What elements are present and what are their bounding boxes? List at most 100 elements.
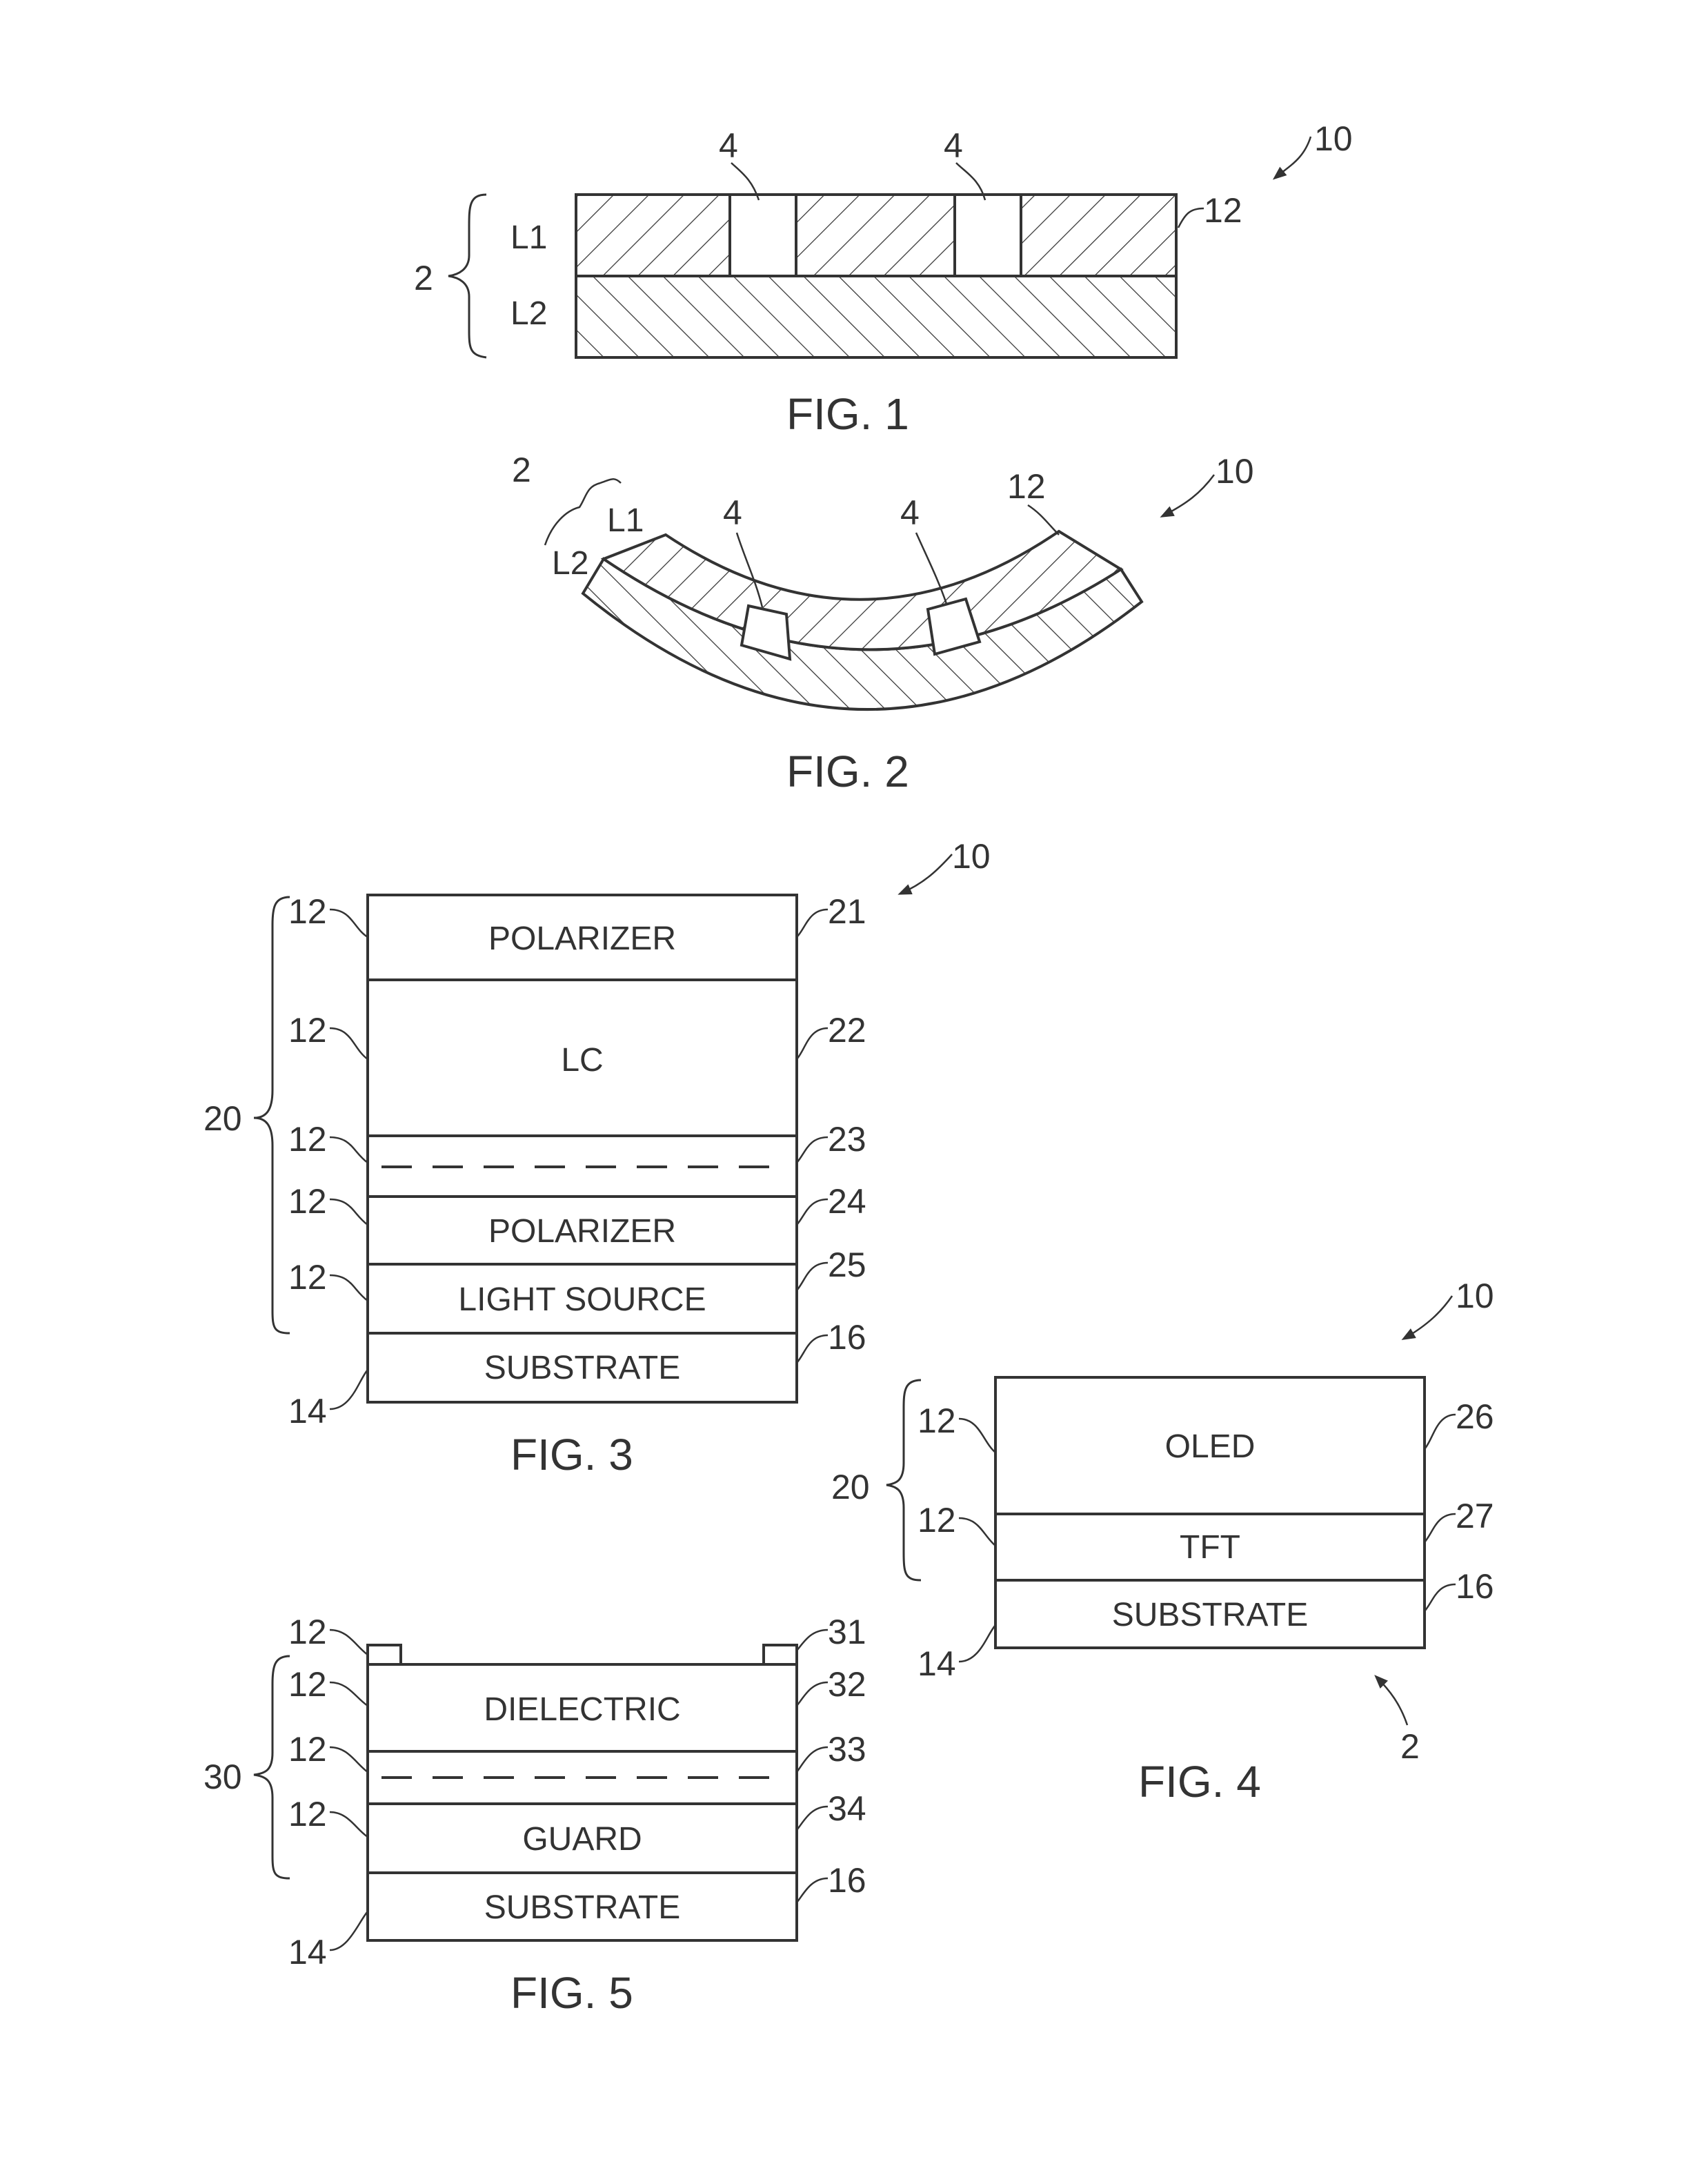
- label-l1: L1: [510, 219, 547, 256]
- ref-27: 27: [1456, 1497, 1494, 1535]
- ref-4-right-fig2: 4: [900, 493, 920, 532]
- text-substrate-fig5: SUBSTRATE: [484, 1889, 680, 1926]
- ref-31: 31: [828, 1613, 866, 1651]
- figure-4: OLED TFT SUBSTRATE 12 12 14 20 26 27 16 …: [831, 1277, 1494, 1807]
- leader-12-e: [330, 1275, 368, 1301]
- leader-24: [797, 1199, 828, 1225]
- ref-12-e: 12: [288, 1258, 327, 1297]
- label-l2-fig2: L2: [552, 545, 588, 582]
- leader-12-fig4-a: [959, 1419, 995, 1453]
- ref-34: 34: [828, 1789, 866, 1828]
- label-l1-fig2: L1: [607, 502, 644, 539]
- arrow-10: [1275, 137, 1311, 178]
- leader-14: [330, 1370, 368, 1409]
- ref-20: 20: [204, 1099, 242, 1138]
- ref-12-fig4-a: 12: [918, 1401, 956, 1440]
- ref-2-fig4: 2: [1400, 1727, 1420, 1766]
- leader-12-fig5-d: [330, 1812, 368, 1837]
- caption-fig3: FIG. 3: [510, 1430, 633, 1479]
- leader-12-fig2: [1028, 505, 1059, 535]
- text-guard: GUARD: [522, 1821, 642, 1858]
- ref-2-fig2: 2: [512, 451, 531, 489]
- leader-12-fig4-b: [959, 1518, 995, 1546]
- ref-12: 12: [1204, 191, 1242, 230]
- ref-12-fig4-b: 12: [918, 1501, 956, 1539]
- leader-27: [1425, 1514, 1456, 1542]
- ref-4-left-fig2: 4: [723, 493, 742, 532]
- leader-16-fig4: [1425, 1584, 1456, 1611]
- leader-14-fig4: [959, 1625, 995, 1662]
- layer-l1-hatched: [576, 195, 1176, 276]
- ref-30: 30: [204, 1758, 242, 1796]
- ref-33: 33: [828, 1730, 866, 1769]
- leader-12-fig5-b: [330, 1682, 368, 1706]
- leader-34: [797, 1807, 828, 1830]
- ref-2: 2: [414, 259, 433, 297]
- arrow-10-fig4: [1404, 1296, 1452, 1339]
- text-dielectric: DIELECTRIC: [484, 1691, 680, 1728]
- leader-23: [797, 1137, 828, 1163]
- text-oled: OLED: [1165, 1428, 1256, 1465]
- ref-12-fig2: 12: [1007, 467, 1046, 506]
- ref-12-fig5-b: 12: [288, 1665, 327, 1704]
- arrow-2-fig4: [1376, 1677, 1407, 1725]
- caption-fig4: FIG. 4: [1138, 1757, 1261, 1807]
- tab-31-left: [368, 1645, 401, 1664]
- ref-12-fig5-c: 12: [288, 1730, 327, 1769]
- leader-21: [797, 909, 828, 937]
- ref-10: 10: [1314, 119, 1353, 158]
- caption-fig5: FIG. 5: [510, 1968, 633, 2018]
- layer-33: [368, 1751, 797, 1804]
- leader-31: [797, 1630, 828, 1651]
- ref-23: 23: [828, 1120, 866, 1159]
- ref-10-fig3: 10: [952, 837, 991, 876]
- text-substrate: SUBSTRATE: [484, 1350, 680, 1386]
- ref-14-fig4: 14: [918, 1644, 956, 1683]
- arrow-10-fig2: [1162, 475, 1214, 516]
- ref-32: 32: [828, 1665, 866, 1704]
- ref-12-b: 12: [288, 1011, 327, 1050]
- ref-14: 14: [288, 1392, 327, 1430]
- leader-16-fig5: [797, 1878, 828, 1902]
- ref-12-fig5-a: 12: [288, 1613, 327, 1651]
- tab-31-right: [764, 1645, 797, 1664]
- brace-2: [448, 195, 486, 357]
- ref-14-fig5: 14: [288, 1933, 327, 1971]
- ref-12-a: 12: [288, 892, 327, 931]
- leader-14-fig5: [330, 1911, 368, 1950]
- text-lc: LC: [561, 1042, 603, 1079]
- leader-16: [797, 1335, 828, 1363]
- ref-26: 26: [1456, 1397, 1494, 1436]
- leader-12-d: [330, 1199, 368, 1225]
- leader-12-fig5-a: [330, 1630, 368, 1655]
- layer-l2-hatched: [576, 276, 1176, 357]
- leader-22: [797, 1028, 828, 1059]
- leader-33: [797, 1747, 828, 1772]
- ref-16-fig5: 16: [828, 1861, 866, 1900]
- figure-3: POLARIZER LC POLARIZER LIGHT SOURCE SUBS…: [204, 837, 991, 1479]
- ref-4-right: 4: [944, 126, 963, 165]
- leader-12-fig5-c: [330, 1747, 368, 1772]
- opening-4-left: [730, 195, 796, 276]
- text-light-source: LIGHT SOURCE: [458, 1281, 706, 1318]
- leader-12-b: [330, 1028, 368, 1059]
- leader-12: [1178, 208, 1204, 228]
- arrow-10-fig3: [900, 854, 952, 894]
- figure-2: 2 L1 L2 4 4 12 10 FIG. 2: [512, 451, 1254, 796]
- text-tft: TFT: [1180, 1529, 1240, 1566]
- brace-20: [254, 897, 290, 1333]
- caption-fig1: FIG. 1: [786, 389, 909, 439]
- brace-20-fig4: [886, 1380, 921, 1580]
- ref-21: 21: [828, 892, 866, 931]
- caption-fig2: FIG. 2: [786, 747, 909, 796]
- ref-24: 24: [828, 1182, 866, 1221]
- ref-16: 16: [828, 1318, 866, 1357]
- leader-12-c: [330, 1137, 368, 1163]
- opening-4-right: [955, 195, 1021, 276]
- leader-26: [1425, 1415, 1456, 1449]
- ref-25: 25: [828, 1246, 866, 1284]
- label-l2: L2: [510, 295, 547, 332]
- text-polarizer-bottom: POLARIZER: [488, 1213, 676, 1250]
- leader-32: [797, 1682, 828, 1706]
